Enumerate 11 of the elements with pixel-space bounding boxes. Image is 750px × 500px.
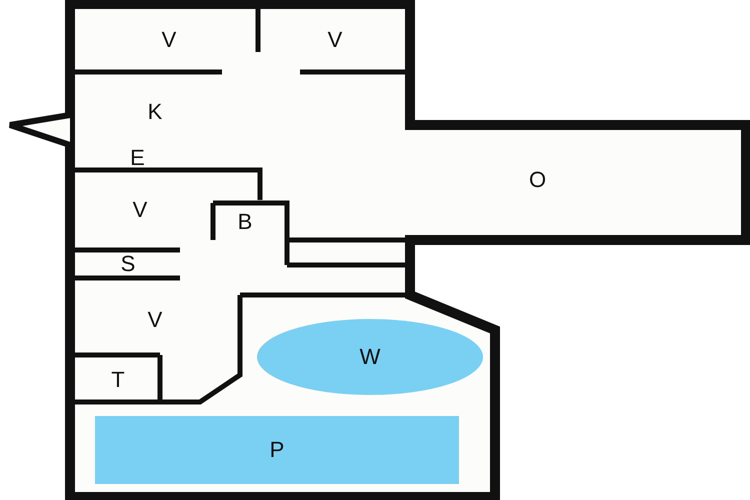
room-label: V [80,10,258,70]
room-label: V [80,175,200,245]
room-label: K [110,90,200,134]
room-label: E [100,146,175,170]
rectangular-pool: P [95,416,459,484]
room-label: O [470,150,605,210]
room-label: T [80,360,156,400]
room-label: V [80,290,230,350]
room-label: S [80,253,176,275]
room-label: B [220,207,270,237]
room-label: V [262,10,408,70]
